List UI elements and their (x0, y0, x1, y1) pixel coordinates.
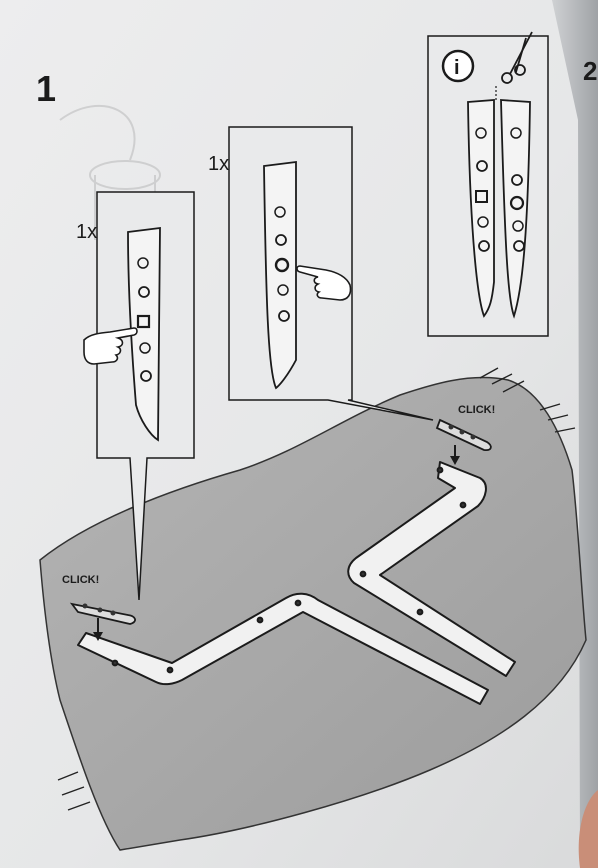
info-panel: i (427, 31, 549, 337)
click-label-left: CLICK! (62, 574, 99, 586)
next-page-edge (552, 0, 598, 868)
frame-bar-right (347, 461, 516, 677)
finger (578, 790, 598, 868)
plug-insert-right (435, 418, 492, 465)
step-number: 1 (36, 68, 56, 109)
callout-right-quantity: 1x (208, 153, 229, 175)
insert-part-right (263, 160, 297, 390)
callout-left: 1x (76, 191, 195, 601)
frame-bar-left (77, 592, 489, 705)
insert-part-left (127, 226, 161, 442)
info-icon-label: i (454, 57, 460, 79)
pointing-hand-right (296, 265, 352, 301)
leg-frame (77, 461, 516, 705)
separated-part-a (467, 99, 495, 318)
next-page-step-fragment: 2 (583, 56, 597, 86)
carpet-texture-lines (57, 367, 576, 811)
scissors-icon (501, 31, 533, 84)
callout-right: 1x (208, 126, 434, 421)
pointing-hand-left (83, 327, 138, 365)
callout-left-quantity: 1x (76, 221, 97, 243)
click-label-right: CLICK! (458, 404, 495, 416)
info-icon (441, 49, 475, 83)
plug-insert-left (69, 602, 136, 641)
